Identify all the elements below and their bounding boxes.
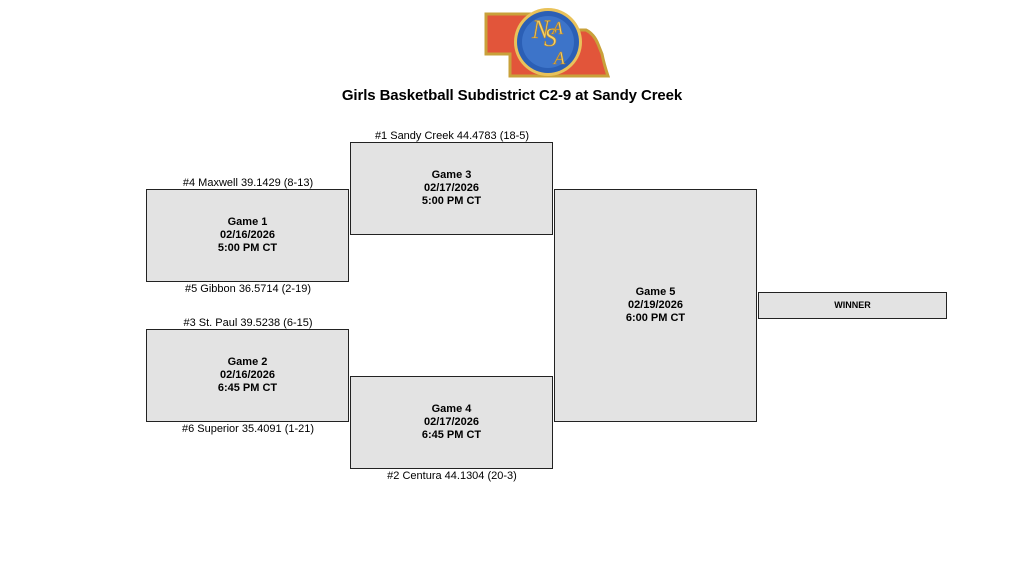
nsaa-logo: N S A A (484, 8, 610, 78)
game1-time: 5:00 PM CT (217, 242, 278, 254)
game4-box[interactable]: Game 4 02/17/2026 6:45 PM CT (350, 376, 553, 469)
game4-name: Game 4 (431, 403, 472, 415)
game2-date: 02/16/2026 (219, 369, 276, 381)
logo-letter-a2: A (553, 48, 566, 68)
team-seed3: #3 St. Paul 39.5238 (6-15) (183, 317, 313, 329)
game5-box[interactable]: Game 5 02/19/2026 6:00 PM CT (554, 189, 757, 422)
game1-box[interactable]: Game 1 02/16/2026 5:00 PM CT (146, 189, 349, 282)
winner-label: WINNER (834, 300, 871, 310)
logo-letter-n: N (531, 15, 551, 44)
logo-letter-a1: A (551, 18, 564, 38)
game5-time: 6:00 PM CT (625, 312, 686, 324)
game3-time: 5:00 PM CT (421, 195, 482, 207)
winner-box[interactable]: WINNER (758, 292, 947, 319)
page-title: Girls Basketball Subdistrict C2-9 at San… (341, 87, 683, 104)
game1-name: Game 1 (227, 216, 268, 228)
team-seed1: #1 Sandy Creek 44.4783 (18-5) (374, 130, 530, 142)
logo-letter-s: S (544, 23, 557, 52)
team-seed2: #2 Centura 44.1304 (20-3) (387, 470, 517, 482)
game3-name: Game 3 (431, 169, 472, 181)
game2-name: Game 2 (227, 356, 268, 368)
game5-name: Game 5 (635, 286, 676, 298)
badge-inner (522, 16, 574, 68)
team-seed4: #4 Maxwell 39.1429 (8-13) (182, 177, 314, 189)
game3-box[interactable]: Game 3 02/17/2026 5:00 PM CT (350, 142, 553, 235)
game4-date: 02/17/2026 (423, 416, 480, 428)
game2-time: 6:45 PM CT (217, 382, 278, 394)
game1-date: 02/16/2026 (219, 229, 276, 241)
team-seed5: #5 Gibbon 36.5714 (2-19) (185, 283, 311, 295)
game5-date: 02/19/2026 (627, 299, 684, 311)
game4-time: 6:45 PM CT (421, 429, 482, 441)
game2-box[interactable]: Game 2 02/16/2026 6:45 PM CT (146, 329, 349, 422)
team-seed6: #6 Superior 35.4091 (1-21) (181, 423, 315, 435)
game3-date: 02/17/2026 (423, 182, 480, 194)
